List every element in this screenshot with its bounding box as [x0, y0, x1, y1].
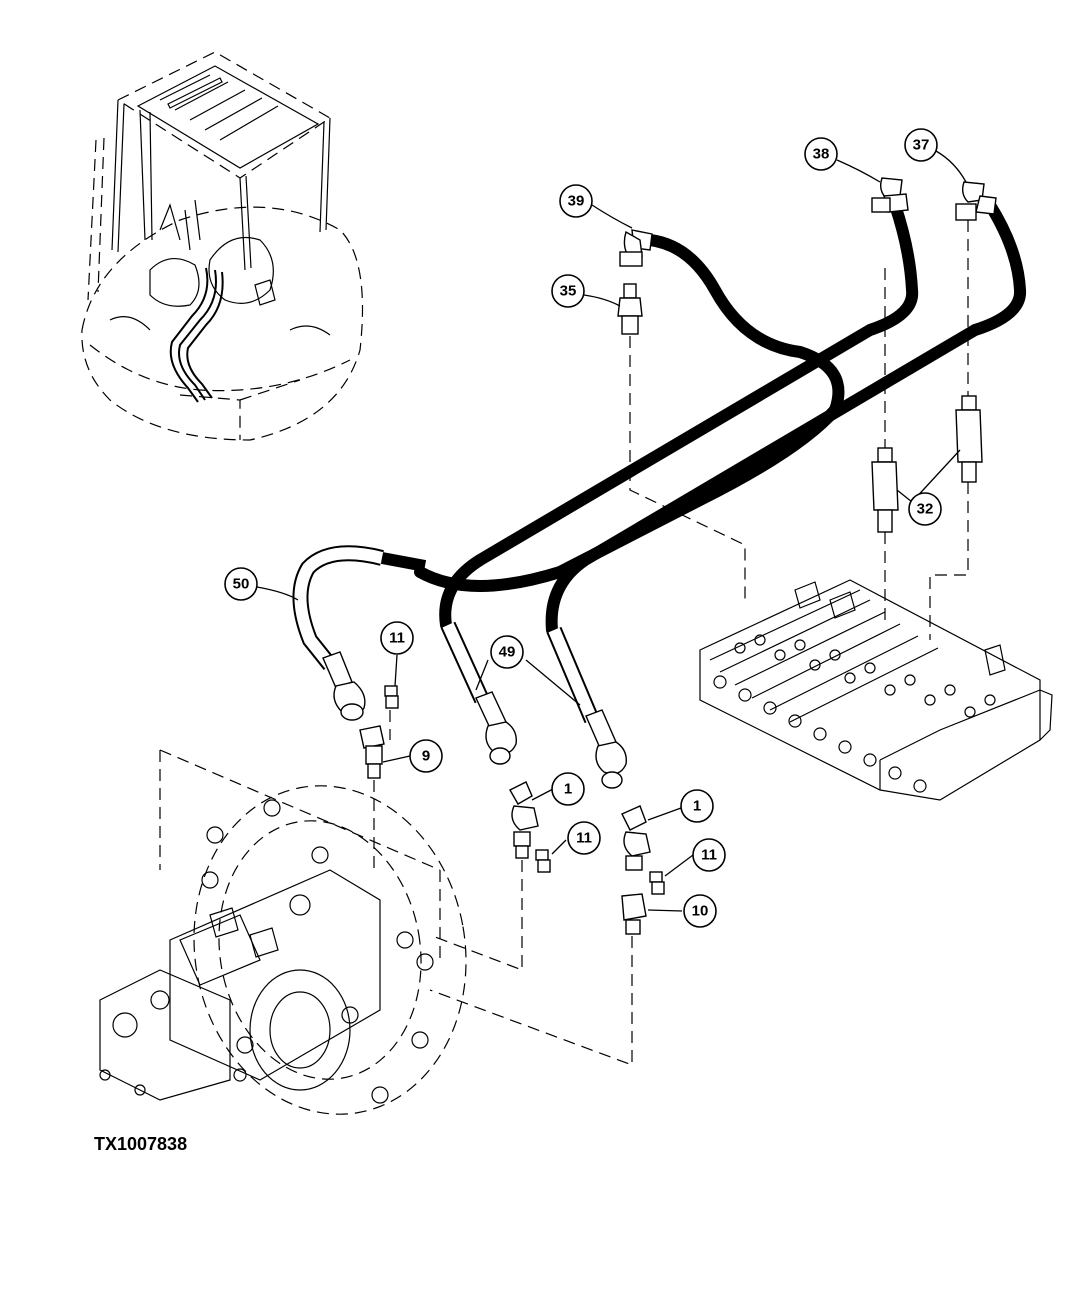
alignment-lines-upper — [629, 220, 969, 640]
elbow-1-left — [509, 781, 539, 859]
callout-38: 38 — [804, 137, 838, 171]
svg-text:9: 9 — [422, 748, 430, 765]
hydraulic-pump-illustration — [99, 785, 467, 1115]
svg-text:1: 1 — [564, 781, 572, 798]
callout-39: 39 — [559, 184, 593, 218]
hose-end-fittings — [322, 651, 627, 789]
callout-35: 35 — [551, 274, 585, 308]
svg-text:50: 50 — [233, 576, 250, 593]
callout-49: 49 — [490, 635, 524, 669]
elbow-fitting-37 — [955, 181, 997, 221]
callout-1-left: 1 — [551, 772, 585, 806]
hose-assemblies — [292, 199, 1027, 724]
svg-text:39: 39 — [568, 193, 585, 210]
connector-11-middle — [535, 849, 551, 873]
adapter-35 — [617, 283, 643, 335]
svg-text:11: 11 — [701, 847, 717, 864]
svg-text:35: 35 — [560, 283, 577, 300]
callout-32: 32 — [908, 492, 942, 526]
callout-50: 50 — [224, 567, 258, 601]
svg-text:49: 49 — [499, 644, 516, 661]
callout-9: 9 — [409, 739, 443, 773]
callout-10: 10 — [683, 894, 717, 928]
callout-11-upper: 11 — [380, 621, 414, 655]
callout-11-right: 11 — [692, 838, 726, 872]
alignment-lines-lower — [159, 710, 633, 1066]
adapter-9 — [359, 725, 385, 779]
svg-text:1: 1 — [693, 798, 701, 815]
callout-leaders — [256, 150, 967, 912]
svg-text:11: 11 — [389, 630, 405, 647]
adapter-32-left — [871, 447, 899, 533]
adapter-32-right — [955, 395, 983, 483]
connector-11-right — [649, 871, 665, 895]
callout-37: 37 — [904, 128, 938, 162]
excavator-overview-illustration — [81, 51, 364, 441]
svg-text:32: 32 — [917, 501, 934, 518]
control-valve-illustration — [699, 579, 1053, 801]
svg-text:38: 38 — [813, 146, 830, 163]
elbow-fitting-38 — [871, 177, 909, 213]
svg-text:10: 10 — [692, 903, 709, 920]
figure-id-label: TX1007838 — [94, 1134, 188, 1154]
connector-11-upper — [384, 685, 399, 709]
callout-11-middle: 11 — [567, 821, 601, 855]
elbow-1-right — [621, 805, 651, 871]
callout-1-right: 1 — [680, 789, 714, 823]
elbow-fitting-39 — [619, 229, 653, 267]
svg-text:37: 37 — [913, 137, 930, 154]
nut-10 — [621, 893, 647, 935]
svg-text:11: 11 — [576, 830, 592, 847]
